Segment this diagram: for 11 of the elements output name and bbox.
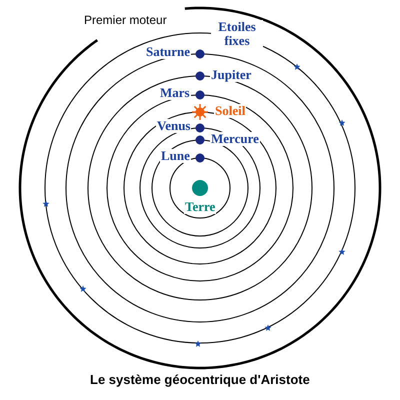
body-label: Lune: [160, 149, 191, 163]
sphere-label: Etoiles fixes: [211, 20, 263, 48]
sphere-label: Premier moteur: [83, 13, 168, 27]
body-label: Terre: [184, 200, 216, 214]
body-label: Soleil: [214, 104, 246, 118]
body-label: Venus: [156, 119, 192, 133]
caption: Le système géocentrique d'Aristote: [89, 373, 311, 387]
body-label: Mercure: [210, 132, 260, 146]
body-label: Saturne: [145, 45, 192, 59]
body-label: Mars: [159, 86, 191, 100]
body-label: Jupiter: [210, 68, 252, 82]
